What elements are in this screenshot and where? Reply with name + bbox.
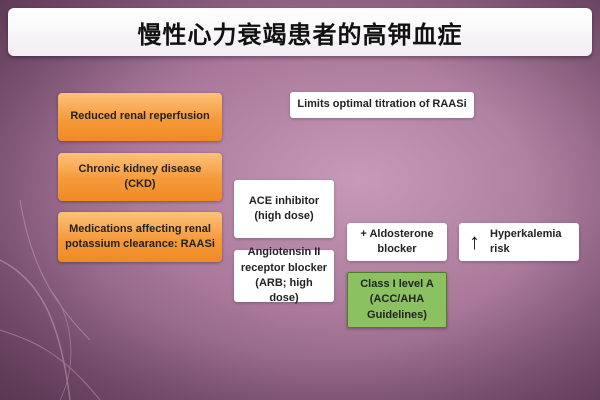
decorative-veins	[0, 200, 101, 400]
slide-title: 慢性心力衰竭患者的高钾血症	[137, 20, 463, 49]
cause-label: Chronic kidney disease (CKD)	[78, 162, 202, 190]
cause-box-medications: Medications affecting renal potassium cl…	[58, 212, 222, 262]
aldosterone-blocker-box: + Aldosterone blocker	[347, 223, 447, 261]
drug-label: ACE inhibitor (high dose)	[248, 194, 320, 222]
hyperkalemia-risk-box: ↑ Hyperkalemia risk	[459, 223, 579, 261]
up-arrow-icon: ↑	[469, 229, 480, 254]
cause-box-ckd: Chronic kidney disease (CKD)	[58, 153, 222, 201]
drug-box-ace-inhibitor: ACE inhibitor (high dose)	[234, 180, 334, 238]
cause-box-renal-reperfusion: Reduced renal reperfusion	[58, 93, 222, 141]
drug-box-arb: Angiotensin II receptor blocker (ARB; hi…	[234, 246, 334, 304]
guideline-box: Class I level A (ACC/AHA Guidelines)	[347, 272, 447, 328]
title-bar: 慢性心力衰竭患者的高钾血症	[8, 8, 592, 56]
risk-label: Hyperkalemia risk	[490, 227, 562, 255]
note-box-raasi-titration: Limits optimal titration of RAASi	[290, 92, 474, 118]
cause-label: Medications affecting renal potassium cl…	[65, 222, 215, 250]
cause-label: Reduced renal reperfusion	[70, 110, 210, 123]
drug-label: Angiotensin II receptor blocker (ARB; hi…	[240, 246, 328, 305]
guideline-label: Class I level A (ACC/AHA Guidelines)	[360, 277, 434, 321]
aldosterone-label: + Aldosterone blocker	[360, 227, 434, 255]
note-label: Limits optimal titration of RAASi	[297, 98, 467, 111]
